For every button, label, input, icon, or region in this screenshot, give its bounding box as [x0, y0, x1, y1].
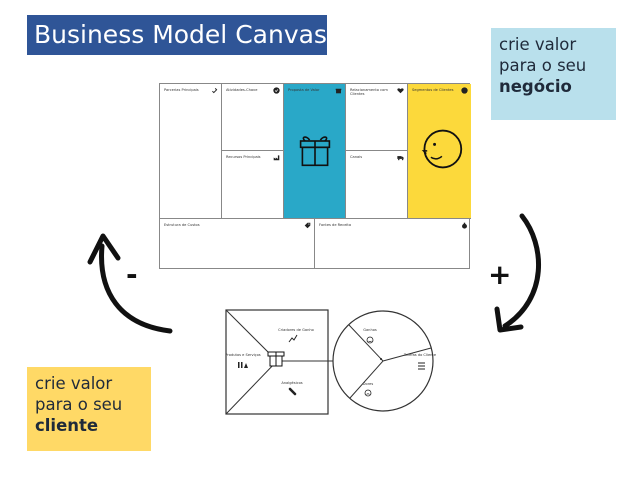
note-create-value-business: crie valor para o seu negócio — [491, 28, 616, 120]
smiley-face-icon — [421, 129, 463, 169]
block-revenue-streams: Fontes de Receita — [315, 219, 471, 268]
smiley-small-icon — [366, 336, 374, 344]
link-icon — [212, 88, 218, 94]
value-map-label-pain-relievers: Analgésicos — [281, 381, 302, 385]
left-arrow-head — [87, 233, 121, 265]
block-customer-segments: Segmentos de Clientes — [408, 84, 471, 219]
customer-profile: Ganhos Tarefas do Cliente Dores — [332, 310, 437, 412]
right-cycle-arrow — [502, 213, 541, 329]
value-map-label-products-services: Produtos e Serviços — [225, 353, 261, 357]
block-key-resources: Recursos Principais — [222, 151, 284, 219]
block-customer-relationships: Relacionamento com Clientes — [346, 84, 408, 151]
note-line: crie valor — [499, 35, 577, 54]
block-value-propositions: Proposta de Valor — [284, 84, 346, 219]
list-bars-icon — [238, 362, 248, 368]
block-label: Segmentos de Clientes — [412, 88, 454, 92]
minus-sign: - — [126, 258, 138, 291]
factory-icon — [273, 155, 280, 161]
block-channels: Canais — [346, 151, 408, 219]
sad-small-icon — [364, 389, 372, 397]
heart-icon — [397, 88, 404, 94]
customer-profile-label-gains: Ganhos — [363, 328, 377, 332]
note-line: crie valor — [35, 374, 113, 393]
block-label: Proposta de Valor — [288, 88, 320, 92]
block-label: Fontes de Receita — [319, 223, 352, 227]
gift-small-icon — [335, 88, 342, 94]
right-arrow-head — [494, 306, 524, 333]
block-key-partners: Parcerias Principais — [160, 84, 222, 219]
plus-sign: + — [488, 258, 512, 291]
customer-profile-label-pains: Dores — [363, 382, 374, 386]
note-line: para o seu — [499, 56, 587, 75]
center-dot — [380, 358, 382, 360]
left-cycle-arrow — [99, 243, 173, 334]
note-emphasis: negócio — [499, 77, 572, 96]
note-emphasis: cliente — [35, 416, 99, 435]
chart-icon — [288, 334, 298, 343]
block-label: Estrutura de Custos — [164, 223, 200, 227]
block-key-activities: Atividades-Chave — [222, 84, 284, 151]
block-cost-structure: Estrutura de Custos — [160, 219, 315, 268]
block-label: Recursos Principais — [226, 155, 261, 159]
customer-profile-label-jobs: Tarefas do Cliente — [403, 353, 437, 357]
check-icon — [273, 87, 280, 94]
value-map-label-gain-creators: Criadores de Ganho — [278, 328, 314, 332]
block-label: Parcerias Principais — [164, 88, 199, 92]
money-bag-icon — [462, 222, 467, 229]
pill-icon — [288, 387, 297, 396]
note-line: para o seu — [35, 395, 123, 414]
block-label: Canais — [350, 155, 363, 159]
tag-icon — [304, 222, 311, 229]
value-map: Criadores de Ganho Produtos e Serviços A… — [225, 309, 329, 415]
truck-icon — [397, 156, 404, 161]
list-icon — [418, 362, 425, 370]
business-model-canvas: Parcerias Principais Atividades-Chave Re… — [159, 83, 471, 269]
circle-icon — [461, 87, 468, 94]
page-title: Business Model Canvas — [27, 15, 327, 55]
gift-icon — [299, 136, 331, 167]
gift-small-icon — [267, 351, 285, 367]
block-label: Atividades-Chave — [226, 88, 258, 92]
note-create-value-client: crie valor para o seu cliente — [27, 367, 151, 451]
block-label: Relacionamento com Clientes — [350, 88, 388, 97]
